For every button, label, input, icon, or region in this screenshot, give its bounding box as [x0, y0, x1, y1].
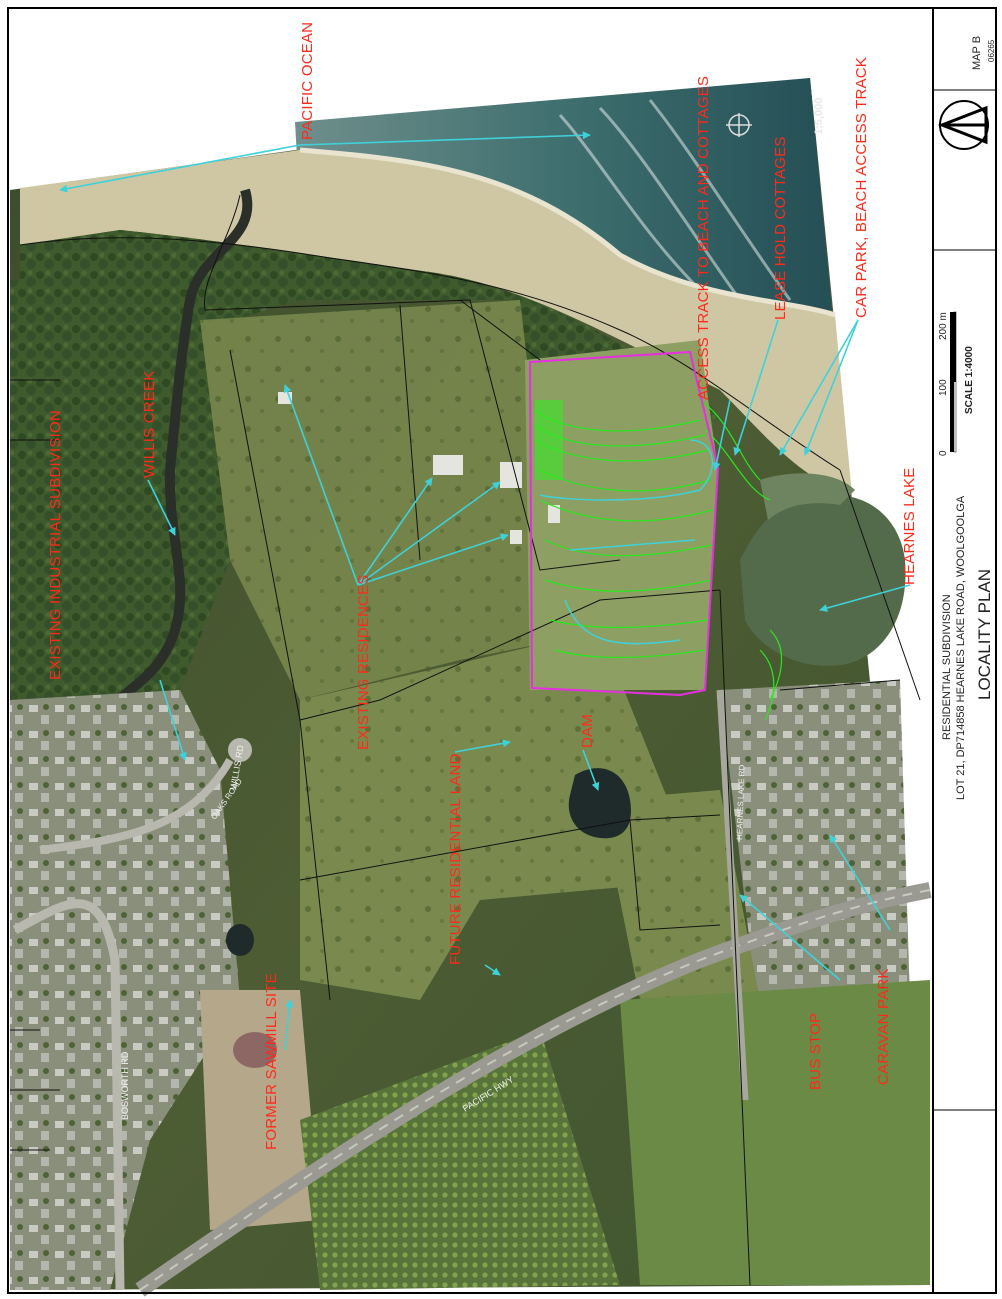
aerial-image — [10, 78, 932, 1297]
